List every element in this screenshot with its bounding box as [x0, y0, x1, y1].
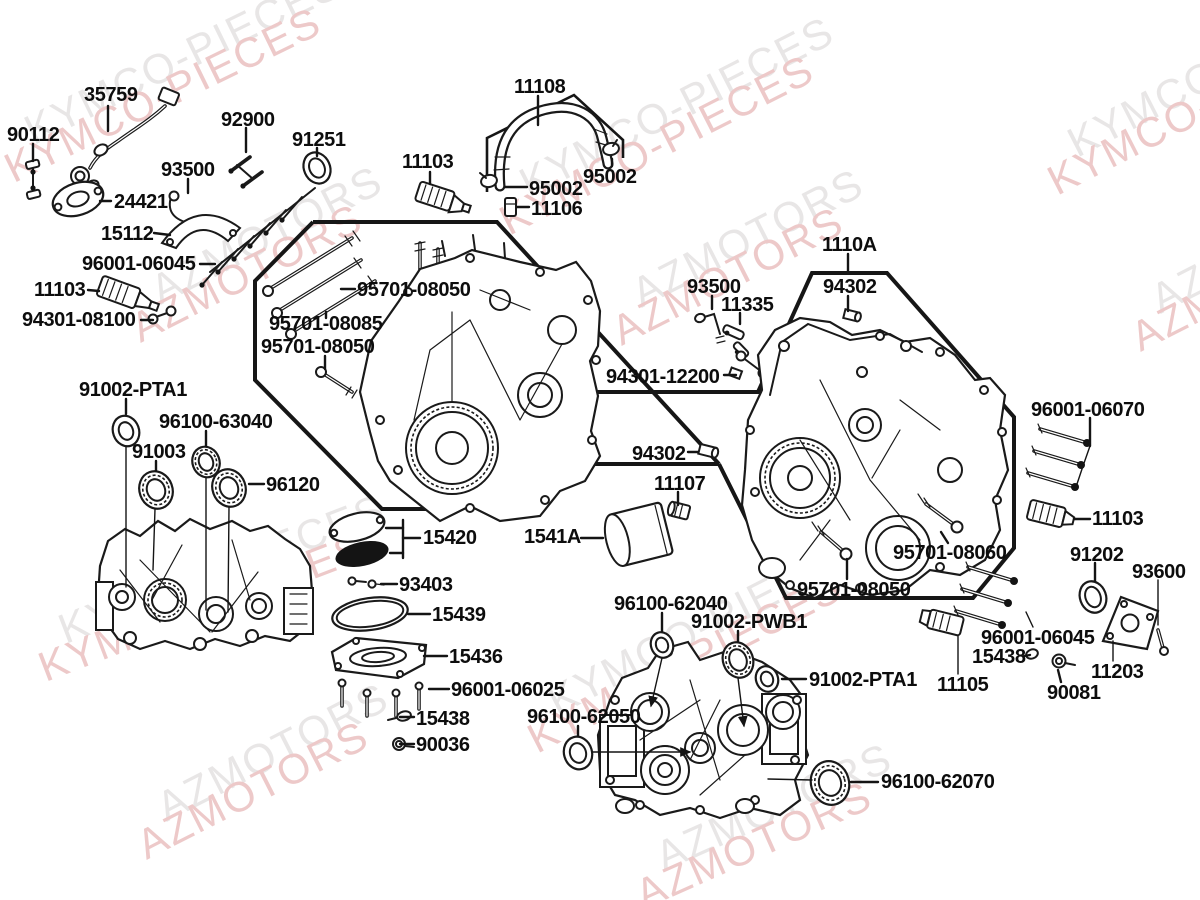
part-93403-screws: [347, 576, 385, 589]
bolts-96001-06070: [1025, 423, 1091, 491]
bearing-96100-63040: [191, 445, 221, 479]
leader-lines: [31, 94, 1159, 784]
part-94301-08100-link: [147, 305, 177, 325]
part-94302-dowel-top: [842, 308, 862, 323]
part-92900-studs: [228, 155, 264, 189]
leader-line: [152, 508, 156, 571]
bolt-95701-08050-right: [811, 521, 853, 561]
bearing-91002-PWB1: [721, 641, 755, 679]
leader-line: [1022, 653, 1032, 658]
part-90081-plug: [1051, 653, 1076, 669]
bearing-96120: [211, 468, 247, 508]
leader-line: [152, 231, 172, 237]
part-15436-oil-pan: [330, 636, 428, 680]
leader-line: [648, 657, 663, 708]
leader-line: [1075, 445, 1091, 488]
part-11105-strainer: [918, 608, 965, 637]
part-96001-06045-stud-rail: [199, 187, 316, 288]
bolt-95701-08060: [917, 493, 964, 534]
part-93500-bolt: [694, 312, 726, 344]
part-35759-speed-sensor: [70, 86, 180, 193]
bolt-93600: [1156, 628, 1169, 656]
part-11103-strainer-left: [96, 275, 161, 313]
part-11108-breather-hose: [493, 101, 614, 192]
part-91202-oil-seal: [1078, 580, 1108, 614]
leader-line: [767, 778, 813, 781]
part-15112-bracket: [160, 214, 242, 250]
part-91251-oil-seal: [302, 151, 332, 185]
part-15438-ring-right: [1025, 648, 1039, 660]
hose-bracket: [485, 93, 625, 192]
bearing-96100-62040: [649, 631, 675, 659]
leader-line: [1056, 668, 1063, 684]
part-crankcase-bottom-half: [596, 640, 810, 820]
part-crankcase-left-side-view: [95, 517, 314, 651]
part-1541A-oil-filter: [603, 501, 674, 567]
part-95002-clamp-left: [479, 172, 498, 189]
part-11107-fitting: [666, 500, 692, 521]
bearing-91003: [138, 470, 174, 510]
part-94302-dowel-left: [697, 442, 720, 459]
part-11106-joint: [504, 197, 517, 217]
part-90112-joint: [24, 158, 42, 200]
part-11203-breather-plate: [1101, 595, 1160, 651]
part-crankcase-left-half: [358, 234, 602, 523]
part-crankcase-right-half: [740, 316, 1010, 600]
bearing-91002-PTA1: [111, 414, 141, 448]
leader-line: [1025, 611, 1034, 628]
part-11103-strainer-top: [414, 180, 472, 214]
part-15420-plate-and-gasket: [328, 511, 389, 568]
leader-line: [86, 288, 101, 293]
part-95002-clamp-right: [602, 139, 620, 157]
leader-line: [939, 530, 950, 545]
bolts-96001-06025: [337, 678, 424, 718]
bolts-96001-06045-right: [953, 561, 1018, 629]
bolt-95701-08050-single: [315, 366, 358, 399]
part-24421-gasket: [51, 180, 105, 218]
leader-line: [737, 677, 748, 728]
bearing-91002-PTA1-bottom: [754, 665, 780, 693]
bolts-95701-08085: [262, 230, 377, 340]
seal-96100-62050: [562, 735, 594, 771]
leader-line: [227, 506, 230, 613]
bearing-96100-62070: [809, 760, 851, 806]
part-11335-stopper: [722, 324, 750, 359]
part-11103-strainer-right: [1026, 499, 1076, 528]
part-15439-gasket: [331, 596, 409, 632]
